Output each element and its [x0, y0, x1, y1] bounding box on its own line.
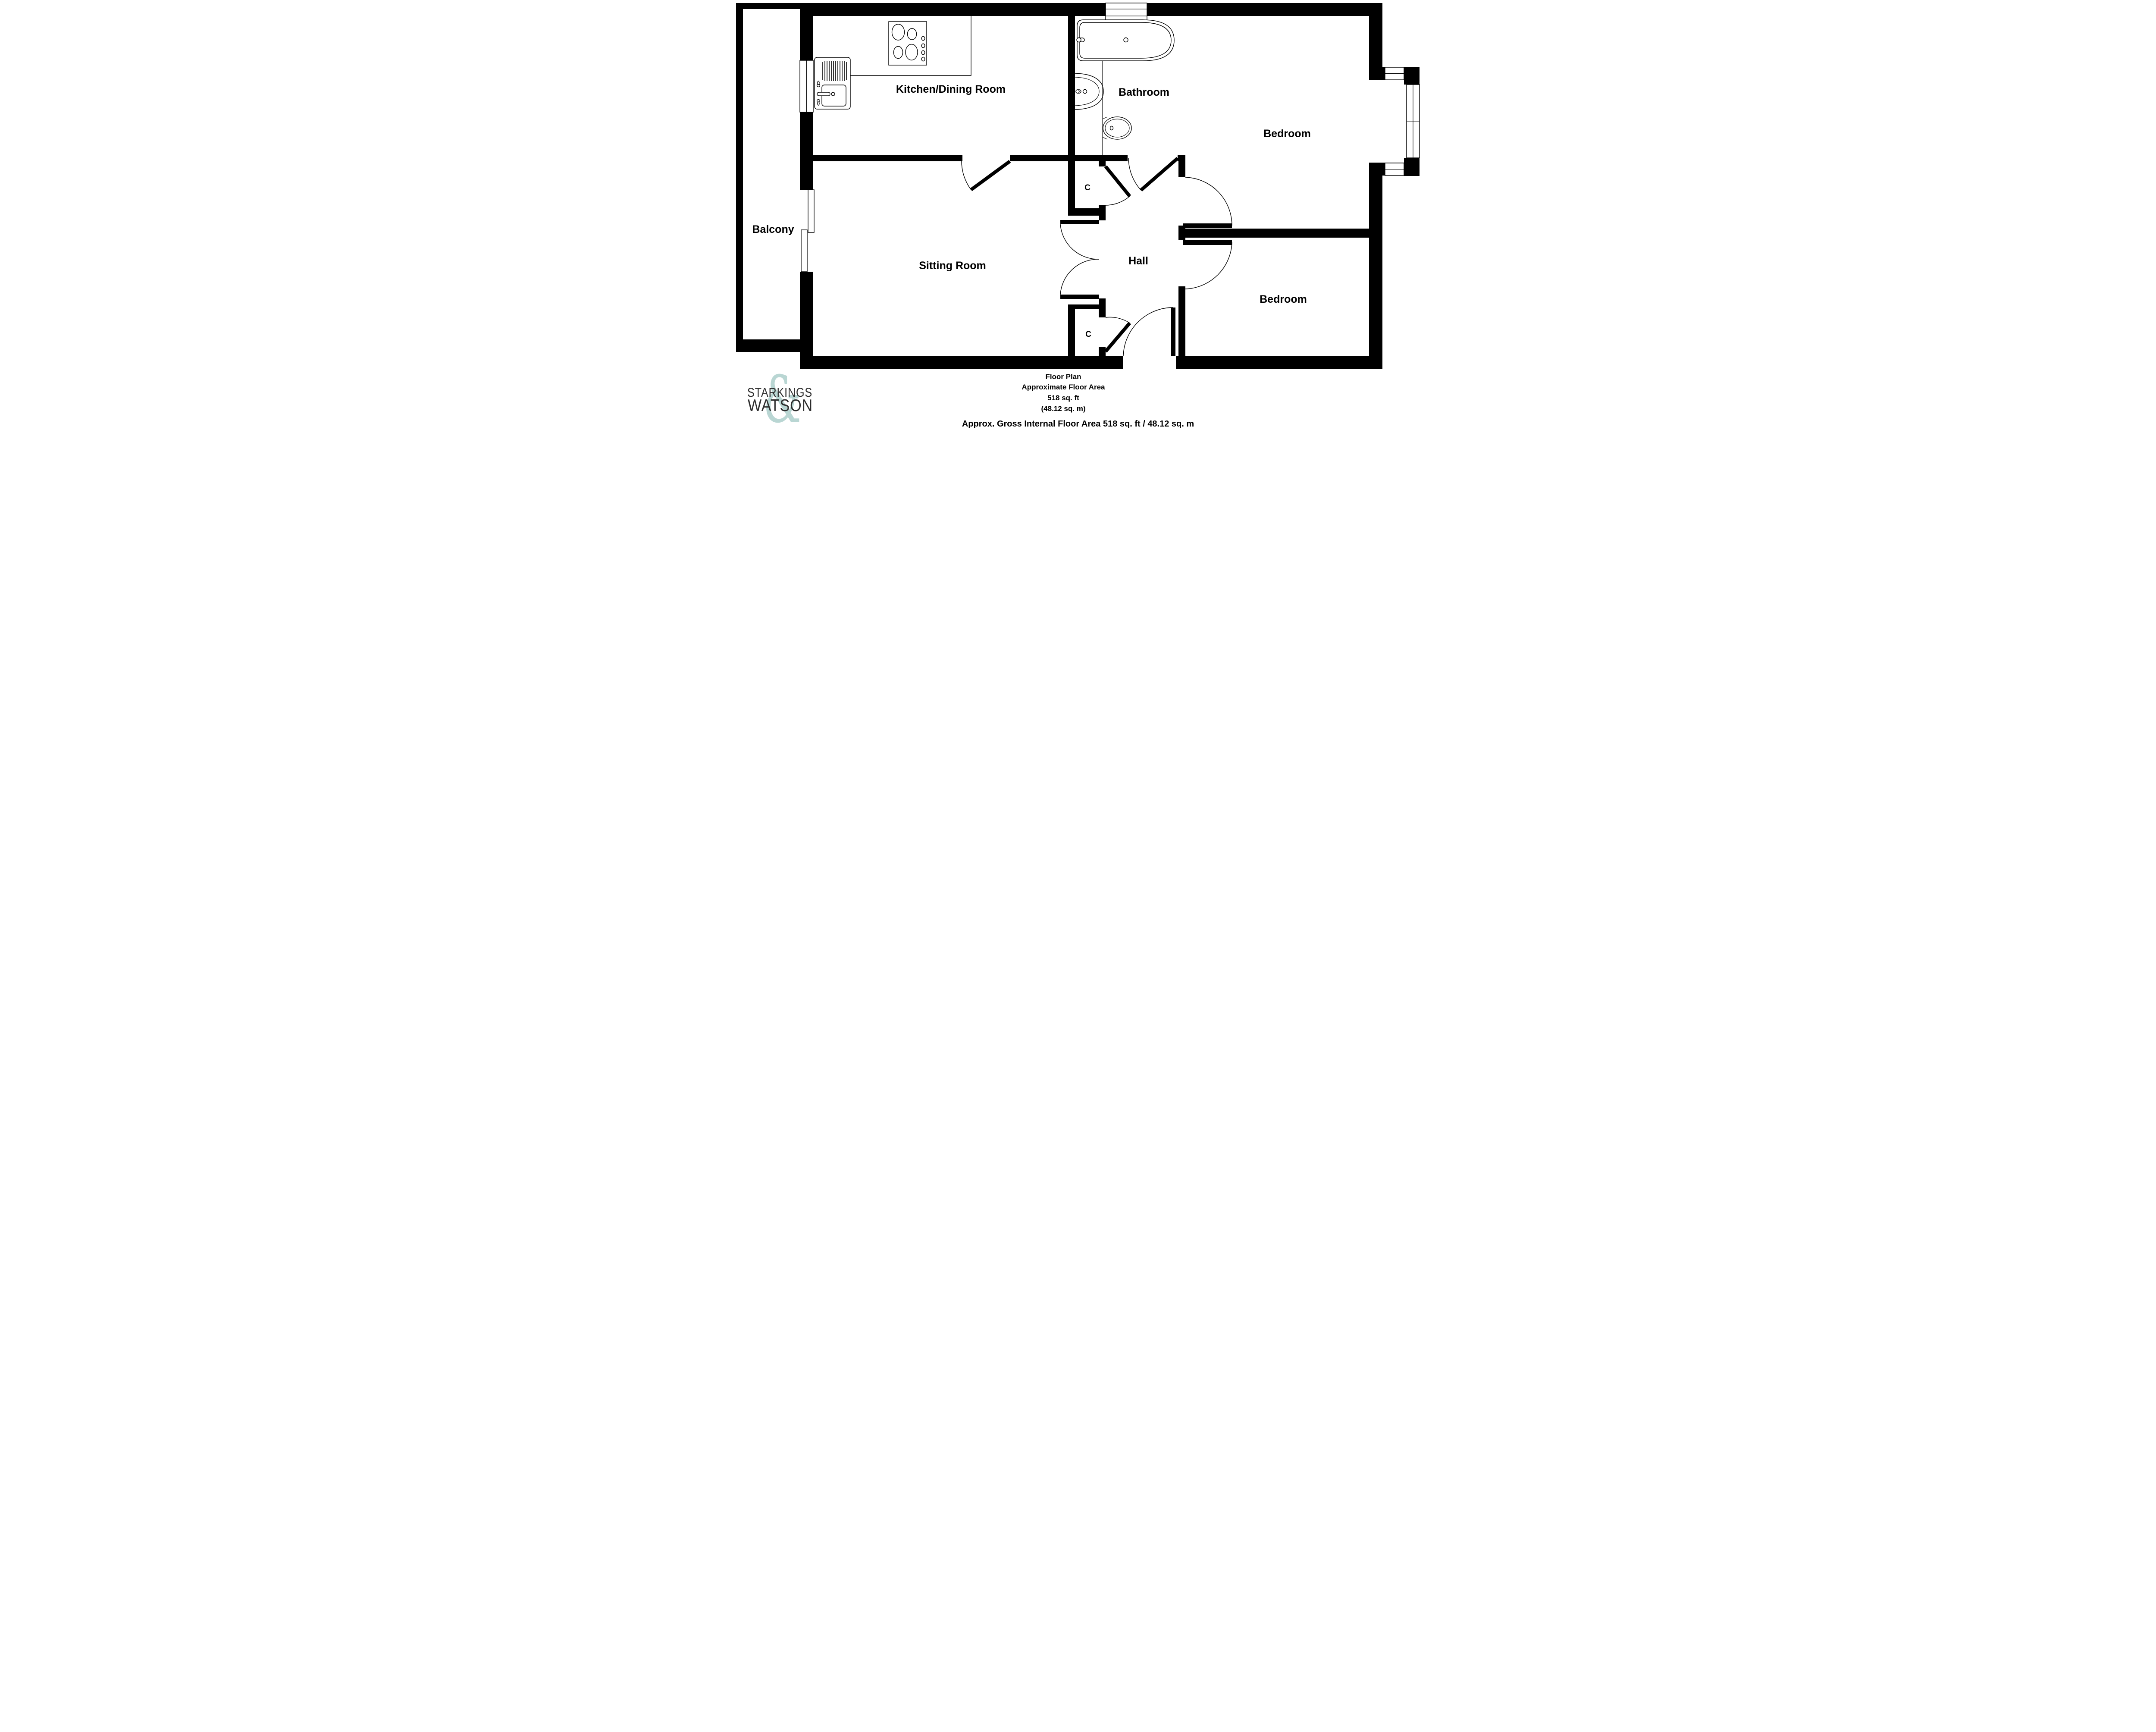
kitchen-sitting-wall-east — [1010, 155, 1075, 161]
entrance-door-leaf — [1171, 307, 1175, 356]
floor-plan-page: Kitchen/Dining Room Bathroom Bedroom Bal… — [734, 0, 1422, 433]
bathroom-hall-wall — [1075, 155, 1128, 161]
agency-logo: & STARKINGS WATSON — [747, 362, 813, 433]
kitchen-balcony-window — [799, 60, 814, 113]
basin-tap — [1075, 89, 1087, 94]
closet-upper-stub-top — [1099, 161, 1106, 166]
closet-lower-door — [1104, 317, 1131, 353]
bedrooms-divider-wall — [1178, 229, 1369, 238]
footer-subtitle: Approximate Floor Area — [1022, 383, 1105, 391]
room-labels: Kitchen/Dining Room Bathroom Bedroom Bal… — [752, 83, 1311, 339]
windows — [799, 3, 1420, 272]
bathtub — [1076, 19, 1175, 61]
closet-upper-bottom-wall — [1075, 208, 1106, 216]
label-kitchen: Kitchen/Dining Room — [896, 83, 1006, 95]
footer-text: Floor Plan Approximate Floor Area 518 sq… — [962, 373, 1194, 429]
bay-connector-top — [1369, 67, 1385, 80]
walls — [736, 3, 1420, 369]
kitchen-door — [961, 160, 1011, 191]
balcony-flat-wall-upper — [800, 9, 813, 60]
doors — [961, 157, 1232, 356]
kitchen-sitting-wall-west — [813, 155, 962, 161]
bottom-wall-right — [1176, 356, 1382, 369]
balcony-left-wall — [736, 3, 743, 352]
kitchen-counter-edge — [850, 16, 971, 76]
bedroom-top-door-arc — [1185, 177, 1232, 226]
sitting-door-leaf-top — [1060, 220, 1099, 224]
bath-drain — [1123, 37, 1128, 43]
right-wall-lower — [1369, 176, 1382, 369]
hob — [888, 21, 927, 66]
logo-line-starkings: STARKINGS — [747, 386, 812, 400]
hob-knob — [921, 56, 925, 62]
bathroom-window — [1105, 3, 1147, 22]
label-bedroom-bottom: Bedroom — [1260, 293, 1307, 305]
logo-ampersand: & — [763, 362, 801, 433]
closet-lower-stub-top — [1099, 309, 1106, 317]
bedroom-top-door-leaf — [1183, 223, 1232, 228]
kitchen-bathroom-wall — [1068, 16, 1075, 216]
footer-area-m: (48.12 sq. m) — [1041, 405, 1086, 413]
top-wall-right — [1147, 3, 1382, 16]
sitting-room-double-door-arcs — [1060, 224, 1100, 295]
doorway-stub-top — [1099, 205, 1106, 220]
bedroom-bottom-door-arc — [1185, 242, 1232, 289]
bay-corner-top — [1404, 67, 1420, 85]
hob-knob — [921, 36, 925, 41]
doorway-stub-bottom — [1099, 298, 1106, 304]
toilet-flush — [1109, 126, 1114, 131]
sitting-closet-wall-lower — [1068, 304, 1075, 356]
balcony-sliding-door — [801, 189, 815, 272]
balcony-flat-wall-mid — [800, 112, 813, 190]
sitting-door-leaf-bottom — [1060, 295, 1099, 299]
label-sitting: Sitting Room — [919, 260, 986, 272]
bedroom-bottom-door-leaf — [1183, 240, 1232, 245]
bay-corner-bottom — [1404, 158, 1420, 176]
bath-tap — [1076, 37, 1085, 43]
closet-lower-top-wall — [1068, 304, 1106, 309]
balcony-flat-wall-lower — [800, 272, 813, 369]
kitchen-fixtures — [814, 16, 971, 110]
hob-knob — [921, 50, 925, 55]
floor-plan-canvas: Kitchen/Dining Room Bathroom Bedroom Bal… — [734, 0, 1422, 433]
label-balcony: Balcony — [752, 223, 794, 235]
right-wall-upper — [1369, 3, 1382, 67]
toilet — [1102, 116, 1132, 140]
closet-upper-door — [1103, 165, 1131, 206]
top-wall-left — [800, 3, 1106, 16]
footer-gross-area: Approx. Gross Internal Floor Area 518 sq… — [962, 419, 1194, 429]
sink-taps — [816, 81, 835, 106]
closet-lower-hinge-stub — [1099, 347, 1106, 356]
entrance-door-arc — [1123, 307, 1174, 356]
balcony-top-wall — [736, 3, 813, 9]
hall-bedroom-wall-top — [1178, 161, 1185, 177]
bay-connector-bottom — [1369, 163, 1385, 176]
label-closet-lower: C — [1085, 330, 1091, 339]
label-bedroom-top: Bedroom — [1263, 128, 1311, 140]
wash-basin — [1075, 73, 1104, 110]
footer-title: Floor Plan — [1045, 373, 1081, 381]
label-bathroom: Bathroom — [1119, 86, 1169, 98]
label-closet-upper: C — [1084, 183, 1091, 192]
bathroom-door — [1128, 157, 1179, 192]
bottom-wall-left — [800, 356, 1123, 369]
logo-line-watson: WATSON — [748, 396, 813, 415]
label-hall: Hall — [1128, 255, 1148, 267]
sink-unit — [814, 57, 851, 110]
bay-window — [1369, 67, 1420, 176]
footer-area-ft: 518 sq. ft — [1047, 394, 1079, 402]
hall-bedroom-wall-bottom — [1178, 286, 1185, 356]
bathroom-fixtures — [1075, 19, 1175, 155]
bathroom-door-jamb — [1178, 155, 1185, 161]
sink-draining-board — [822, 61, 847, 81]
hob-knob — [921, 43, 925, 48]
